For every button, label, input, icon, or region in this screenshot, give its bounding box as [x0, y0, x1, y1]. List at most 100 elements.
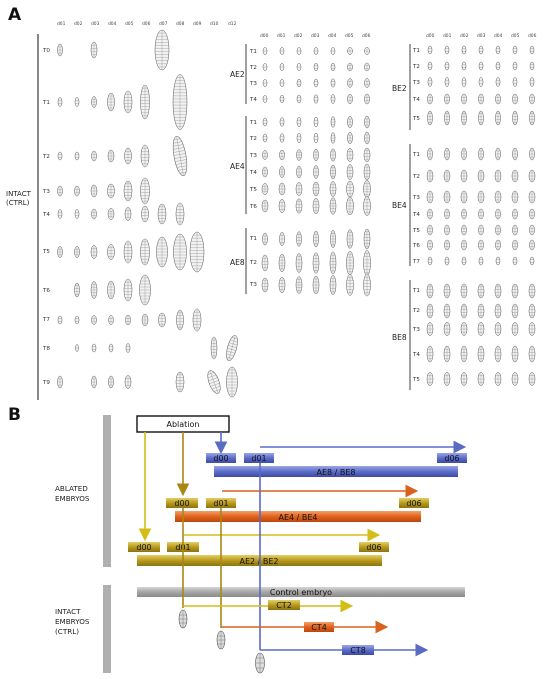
- col-header: d02: [74, 21, 83, 27]
- embryo-icon: [363, 163, 371, 181]
- row-label: T4: [249, 170, 257, 176]
- embryo-icon: [529, 93, 535, 105]
- ae2-label: AE2: [230, 70, 245, 79]
- ae8-d06-tag: [437, 453, 467, 463]
- embryo-icon: [278, 277, 286, 293]
- embryo-icon: [528, 303, 536, 319]
- row-label: T4: [42, 212, 50, 218]
- embryo-icon: [511, 372, 519, 386]
- embryo-icon: [347, 94, 353, 104]
- intact-day-headers: d01 d02 d03 d04 d05 d06 d07 d08 d09 d10 …: [57, 21, 237, 27]
- embryo-icon: [427, 45, 433, 55]
- embryo-icon: [74, 282, 80, 298]
- ae-embryo-grid: [261, 47, 371, 297]
- embryo-icon: [461, 239, 467, 251]
- ct4-label: CT4: [311, 623, 327, 632]
- embryo-icon: [426, 169, 434, 183]
- embryo-icon: [444, 45, 450, 55]
- embryo-icon: [124, 147, 132, 165]
- ae4-d06-label: d06: [406, 499, 421, 508]
- embryo-icon: [477, 372, 485, 386]
- col-header: d12: [228, 21, 237, 27]
- embryo-icon: [460, 169, 468, 183]
- row-label: T3: [412, 327, 420, 333]
- embryo-icon: [57, 97, 63, 107]
- embryo-icon: [154, 29, 170, 71]
- embryo-icon: [495, 61, 501, 71]
- embryo-icon: [364, 93, 370, 105]
- embryo-icon: [460, 322, 468, 336]
- embryo-icon: [313, 78, 319, 88]
- embryo-icon: [108, 375, 114, 389]
- col-header: d00: [426, 33, 435, 39]
- embryo-icon: [443, 190, 451, 204]
- embryo-icon: [279, 232, 285, 246]
- embryo-icon: [461, 45, 467, 55]
- embryo-icon: [262, 232, 268, 246]
- embryo-icon: [74, 246, 80, 258]
- row-label: T3: [249, 81, 257, 87]
- embryo-icon: [140, 238, 150, 266]
- row-label: T1: [42, 100, 50, 106]
- ae2-d00-tag: [128, 542, 160, 552]
- embryo-icon: [347, 132, 353, 144]
- embryo-icon: [295, 198, 303, 214]
- embryo-icon: [477, 345, 485, 363]
- embryo-icon: [261, 199, 269, 213]
- embryo-icon: [478, 61, 484, 71]
- embryo-icon: [125, 314, 131, 326]
- embryo-icon: [261, 277, 269, 293]
- row-label: T7: [412, 259, 420, 265]
- intact-label-ctrl: (CTRL): [6, 199, 30, 207]
- embryo-icon: [262, 47, 268, 55]
- ae2-d06-label: d06: [366, 543, 381, 552]
- embryo-icon: [529, 224, 535, 236]
- embryo-icon: [57, 185, 63, 197]
- embryo-icon: [529, 61, 535, 71]
- embryo-icon: [427, 239, 433, 251]
- ae8-be8-label: AE8 / BE8: [316, 468, 355, 477]
- embryo-icon: [364, 78, 370, 88]
- embryo-icon: [477, 303, 485, 319]
- embryo-icon: [461, 110, 467, 126]
- embryo-icon: [141, 313, 149, 327]
- embryo-icon: [74, 315, 80, 325]
- ae-row-labels: T1 T2 T3 T4 T1 T2 T3 T4 T5 T6 T1 T2 T3: [249, 49, 257, 288]
- embryo-icon: [296, 149, 302, 161]
- embryo-icon: [91, 343, 97, 353]
- embryo-icon: [427, 61, 433, 71]
- embryo-icon: [91, 96, 97, 108]
- embryo-icon: [495, 256, 501, 266]
- col-header: d05: [511, 33, 520, 39]
- embryo-icon: [529, 239, 535, 251]
- row-label: T3: [249, 153, 257, 159]
- embryo-icon: [74, 209, 80, 219]
- embryo-icon: [363, 228, 371, 250]
- ae2-d00-label: d00: [136, 543, 151, 552]
- row-label: T1: [412, 48, 420, 54]
- embryo-icon: [512, 93, 518, 105]
- embryo-icon: [426, 322, 434, 336]
- row-label: T1: [249, 120, 257, 126]
- embryo-icon: [296, 117, 302, 127]
- embryo-icon: [495, 208, 501, 220]
- embryo-icon: [123, 278, 133, 302]
- row-label: T3: [412, 80, 420, 86]
- row-label: T2: [412, 64, 420, 70]
- ae8-d06-label: d06: [444, 454, 459, 463]
- embryo-icon: [313, 63, 319, 71]
- embryo-icon: [478, 93, 484, 105]
- embryo-icon: [364, 62, 370, 72]
- be-row-labels: T1 T2 T3 T4 T5 T1 T2 T3 T4 T5 T6 T7 T1 T…: [412, 48, 420, 383]
- col-header: d05: [345, 33, 354, 39]
- intact-label-b: INTACT: [55, 607, 81, 616]
- embryo-icon: [495, 77, 501, 87]
- control-label: Control embryo: [270, 588, 332, 597]
- embryo-icon: [279, 133, 285, 143]
- row-label: T5: [249, 187, 257, 193]
- embryo-icon: [172, 136, 188, 176]
- embryo-icon: [346, 251, 354, 275]
- embryo-icon: [443, 345, 451, 363]
- embryo-icon: [156, 236, 168, 268]
